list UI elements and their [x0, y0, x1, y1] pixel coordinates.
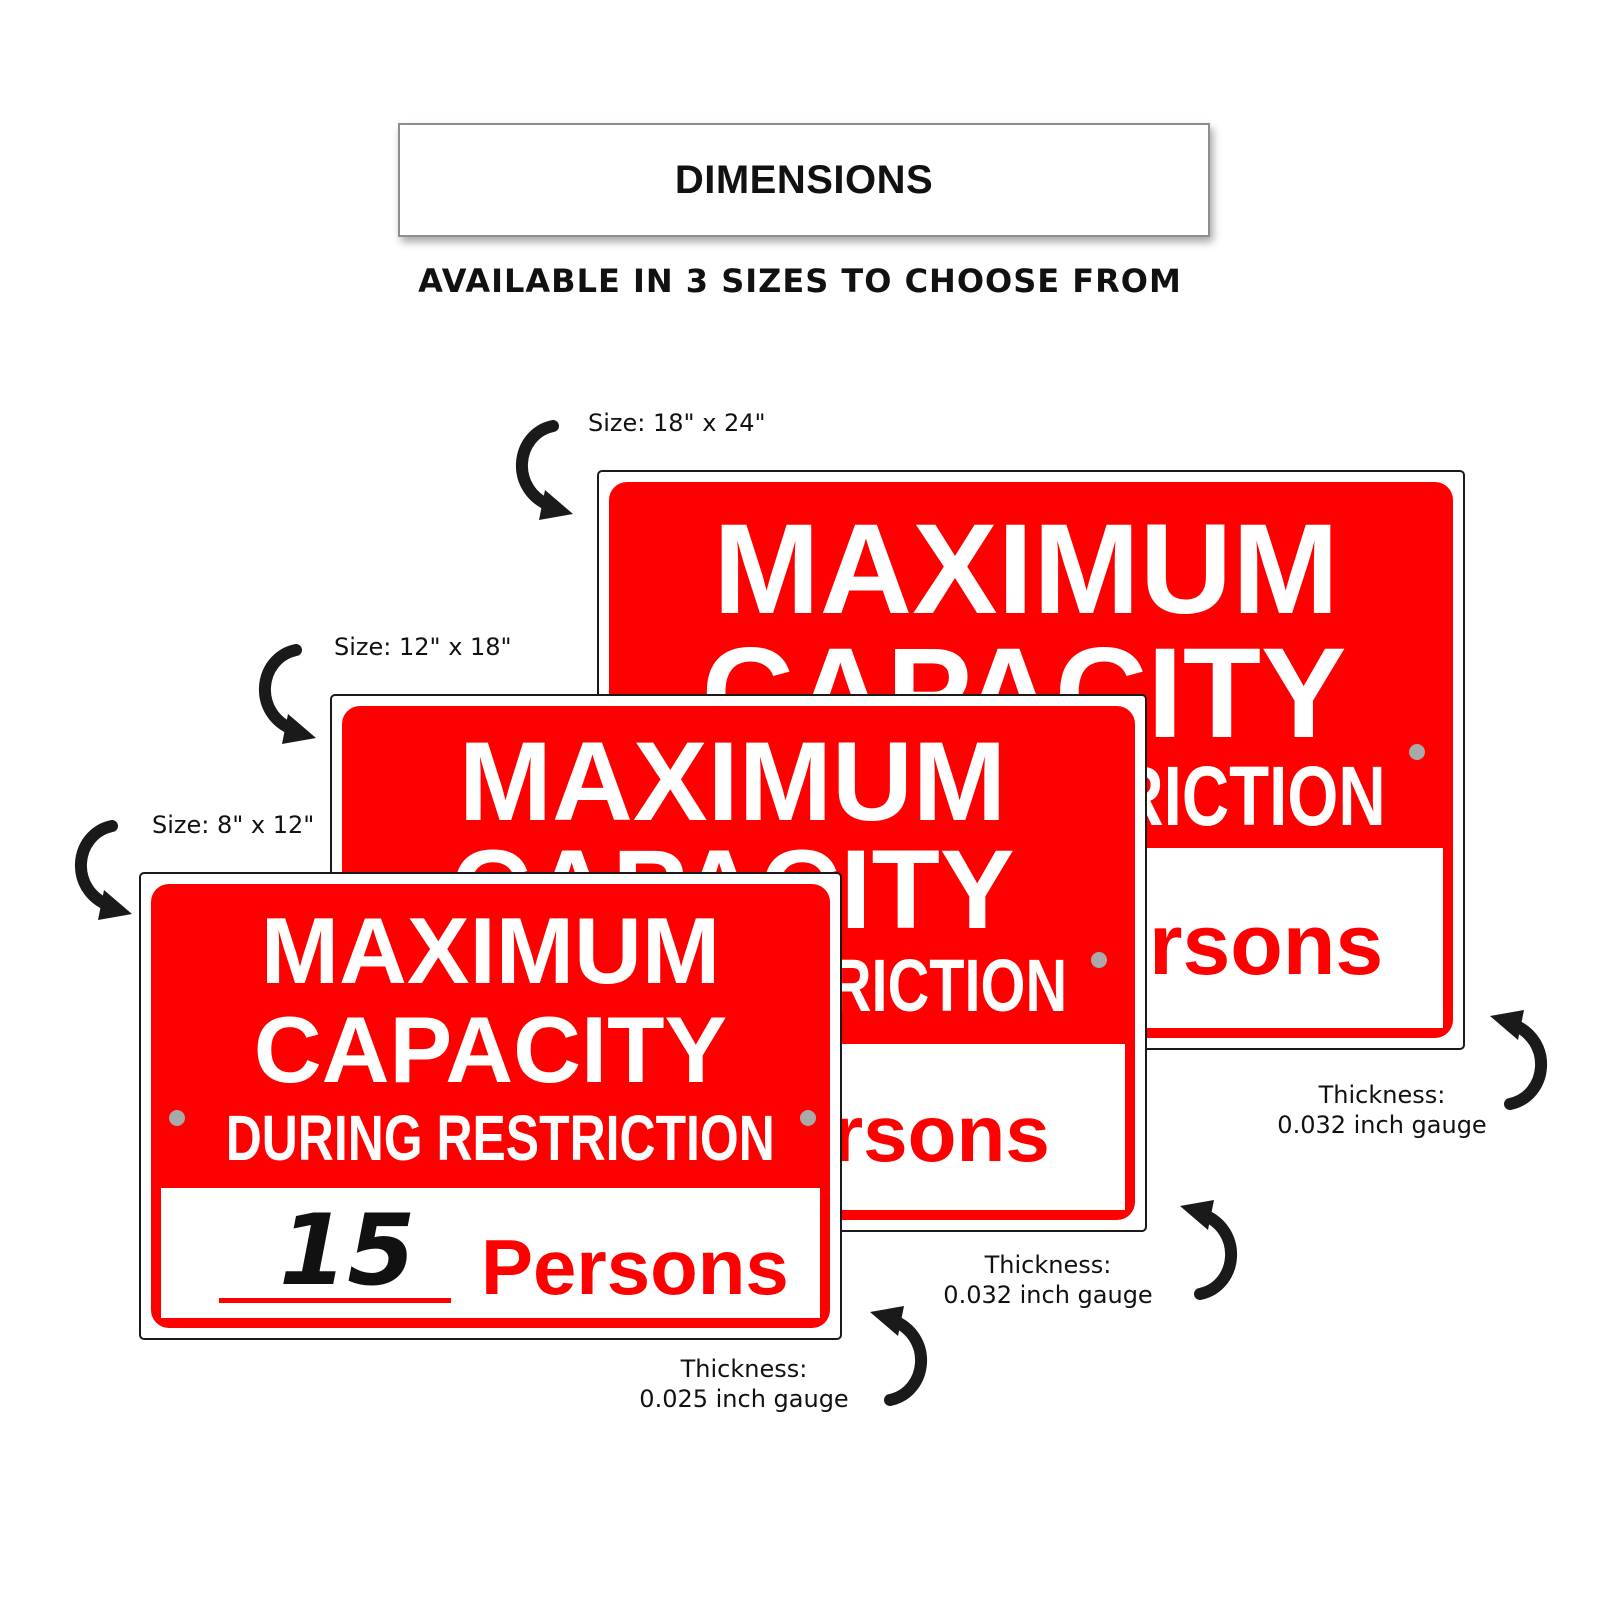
- curved-arrow-icon: [870, 1306, 927, 1406]
- sign-small-number-panel: [161, 1188, 820, 1318]
- header-box: DIMENSIONS: [398, 123, 1210, 237]
- sign-medium-line-maximum: MAXIMUM: [458, 719, 1007, 844]
- sign-small-handwritten-number: 15: [279, 1194, 416, 1308]
- size-label-small: Size: 8" x 12": [152, 811, 315, 839]
- sign-medium-mount-hole: [1091, 952, 1107, 968]
- thickness-label-large-value: 0.032 inch gauge: [1277, 1111, 1487, 1139]
- thickness-label-small-value: 0.025 inch gauge: [639, 1385, 849, 1413]
- thickness-label-small-title: Thickness:: [680, 1355, 808, 1383]
- page-subtitle: AVAILABLE IN 3 SIZES TO CHOOSE FROM: [418, 262, 1182, 300]
- thickness-label-small: Thickness: 0.025 inch gauge: [624, 1354, 864, 1414]
- sign-medium-persons: rsons: [832, 1089, 1050, 1178]
- sign-small-number-underline: [219, 1298, 451, 1303]
- curved-arrow-icon: [259, 644, 316, 744]
- sign-large-mount-hole: [1409, 744, 1425, 760]
- curved-arrow-icon: [516, 420, 573, 520]
- sign-medium-line-restriction: RICTION: [829, 944, 1068, 1027]
- curved-arrow-icon: [1490, 1010, 1547, 1110]
- thickness-label-medium: Thickness: 0.032 inch gauge: [928, 1250, 1168, 1310]
- sign-small-mount-hole-right: [800, 1110, 816, 1126]
- sign-small-mount-hole-left: [169, 1110, 185, 1126]
- sign-large-line-maximum: MAXIMUM: [713, 498, 1339, 641]
- page-title: DIMENSIONS: [674, 157, 934, 202]
- sign-small: MAXIMUM CAPACITY DURING RESTRICTION 15 P…: [139, 872, 842, 1340]
- thickness-label-large: Thickness: 0.032 inch gauge: [1262, 1080, 1502, 1140]
- size-label-medium: Size: 12" x 18": [334, 633, 512, 661]
- sign-small-persons: Persons: [481, 1223, 789, 1311]
- curved-arrow-icon: [75, 820, 132, 920]
- thickness-label-medium-value: 0.032 inch gauge: [943, 1281, 1153, 1309]
- sign-small-line-restriction: DURING RESTRICTION: [225, 1102, 775, 1174]
- thickness-label-medium-title: Thickness:: [984, 1251, 1112, 1279]
- sign-small-line-maximum: MAXIMUM: [260, 898, 721, 1003]
- thickness-label-large-title: Thickness:: [1318, 1081, 1446, 1109]
- size-label-large: Size: 18" x 24": [588, 409, 766, 437]
- sign-small-line-capacity: CAPACITY: [253, 997, 728, 1102]
- curved-arrow-icon: [1180, 1200, 1237, 1300]
- sign-large-line-restriction: RICTION: [1116, 749, 1386, 843]
- sign-small-face: MAXIMUM CAPACITY DURING RESTRICTION 15 P…: [151, 884, 830, 1328]
- sign-large-persons: rsons: [1149, 897, 1384, 993]
